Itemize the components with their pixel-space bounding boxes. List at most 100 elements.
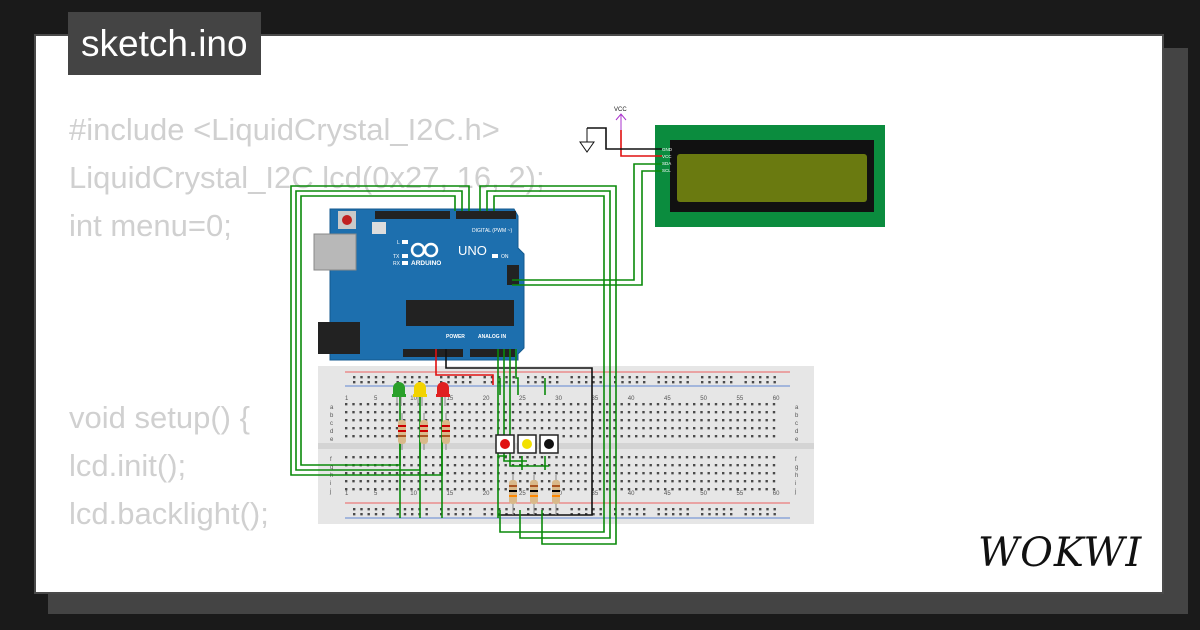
resistor-button-2 xyxy=(530,475,538,515)
row-label: d xyxy=(795,429,798,435)
row-label: b xyxy=(795,413,799,419)
pushbuttons xyxy=(495,434,559,454)
column-label-top: 40 xyxy=(628,396,635,402)
row-label: c xyxy=(330,421,333,427)
resistor-led-red xyxy=(442,413,450,450)
resistor-button-3 xyxy=(552,475,560,515)
column-label-top: 50 xyxy=(700,396,707,402)
digital-header-left xyxy=(375,211,450,219)
column-label-bottom: 55 xyxy=(737,491,744,497)
tx-led xyxy=(402,254,408,258)
lcd-pin-gnd: GND xyxy=(662,147,673,152)
on-label: ON xyxy=(501,254,509,260)
digital-header-right xyxy=(456,211,516,219)
column-label-bottom: 40 xyxy=(628,491,635,497)
row-label: j xyxy=(329,489,331,495)
analog-header xyxy=(470,349,515,357)
file-title: sketch.ino xyxy=(81,23,248,64)
ground-symbol xyxy=(579,128,595,153)
reset-button-cap xyxy=(342,215,352,225)
row-label: f xyxy=(795,457,797,463)
atmega-chip xyxy=(406,300,514,326)
analog-label: ANALOG IN xyxy=(478,334,506,340)
breadboard: 1155101015152020252530303535404045455050… xyxy=(318,366,814,524)
pin13-led-block xyxy=(372,222,386,234)
column-label-bottom: 35 xyxy=(592,491,599,497)
tx-led-label: TX xyxy=(393,254,400,260)
resistors xyxy=(398,413,560,515)
column-label-bottom: 20 xyxy=(483,491,490,497)
column-label-top: 60 xyxy=(773,396,780,402)
code-preview: #include <LiquidCrystal_I2C.h> LiquidCrys… xyxy=(69,106,545,592)
digital-label: DIGITAL (PWM ~) xyxy=(472,228,512,234)
board-brand: ARDUINO xyxy=(411,260,441,267)
pushbutton-red xyxy=(495,434,515,454)
column-label-top: 55 xyxy=(737,396,744,402)
arduino-uno-board: DIGITAL (PWM ~) UNO ARDUINO ON L TX RX P… xyxy=(313,208,525,361)
usb-port xyxy=(313,233,357,271)
row-label: c xyxy=(795,421,798,427)
column-label-top: 15 xyxy=(447,396,454,402)
leds xyxy=(392,382,450,406)
lcd-pin-sda: SDA xyxy=(662,161,671,166)
on-led xyxy=(492,254,498,258)
column-label-top: 25 xyxy=(519,396,526,402)
rx-led xyxy=(402,261,408,265)
resistor-button-1 xyxy=(509,475,517,515)
column-label-top: 20 xyxy=(483,396,490,402)
l-led-label: L xyxy=(397,240,400,246)
row-label: e xyxy=(795,437,799,443)
icsp-header xyxy=(507,265,519,285)
power-header xyxy=(403,349,463,357)
column-label-bottom: 15 xyxy=(447,491,454,497)
wokwi-logo: WOKWI xyxy=(978,530,1142,576)
column-label-bottom: 25 xyxy=(519,491,526,497)
file-title-tab: sketch.ino xyxy=(68,12,261,75)
column-label-bottom: 45 xyxy=(664,491,671,497)
row-label: f xyxy=(330,457,332,463)
lcd-pin-vcc: VCC xyxy=(662,154,672,159)
column-label-bottom: 5 xyxy=(374,491,378,497)
rx-led-label: RX xyxy=(393,261,401,267)
l-led xyxy=(402,240,408,244)
wokwi-wordmark: WOKWI xyxy=(978,530,1142,576)
pushbutton-yellow xyxy=(517,434,537,454)
column-label-bottom: 50 xyxy=(700,491,707,497)
row-label: h xyxy=(330,473,333,479)
column-label-top: 30 xyxy=(555,396,562,402)
infinity-logo xyxy=(410,242,439,258)
lcd-1602-i2c: GND VCC SDA SCL xyxy=(655,125,885,227)
row-label: h xyxy=(795,473,798,479)
code-line: void setup() { xyxy=(69,400,250,435)
pushbutton-black xyxy=(539,434,559,454)
row-label: j xyxy=(794,489,796,495)
column-label-top: 45 xyxy=(664,396,671,402)
column-label-top: 10 xyxy=(410,396,417,402)
row-label: g xyxy=(330,465,333,471)
power-label: POWER xyxy=(446,334,465,340)
lcd-pin-scl: SCL xyxy=(662,168,671,173)
breadboard-center-channel xyxy=(318,443,814,449)
row-label: b xyxy=(330,413,334,419)
wires xyxy=(290,127,662,545)
code-line: int menu=0; xyxy=(69,208,232,243)
column-label-top: 1 xyxy=(345,396,349,402)
breadboard-column-labels: 1155101015152020252530303535404045455050… xyxy=(345,396,780,497)
column-label-bottom: 60 xyxy=(773,491,780,497)
lcd-screen xyxy=(677,154,867,202)
led-yellow xyxy=(413,382,427,406)
led-green xyxy=(392,382,406,406)
vcc-symbol: VCC xyxy=(614,107,627,130)
led-red xyxy=(436,382,450,406)
vcc-label: VCC xyxy=(614,107,627,113)
code-line: lcd.backlight(); xyxy=(69,496,269,531)
code-line: #include <LiquidCrystal_I2C.h> xyxy=(69,112,500,147)
column-label-bottom: 10 xyxy=(410,491,417,497)
code-line: LiquidCrystal_I2C lcd(0x27, 16, 2); xyxy=(69,160,545,195)
row-label: i xyxy=(795,481,796,487)
code-line: lcd.init(); xyxy=(69,448,187,483)
row-label: d xyxy=(330,429,333,435)
row-label: a xyxy=(795,405,799,411)
